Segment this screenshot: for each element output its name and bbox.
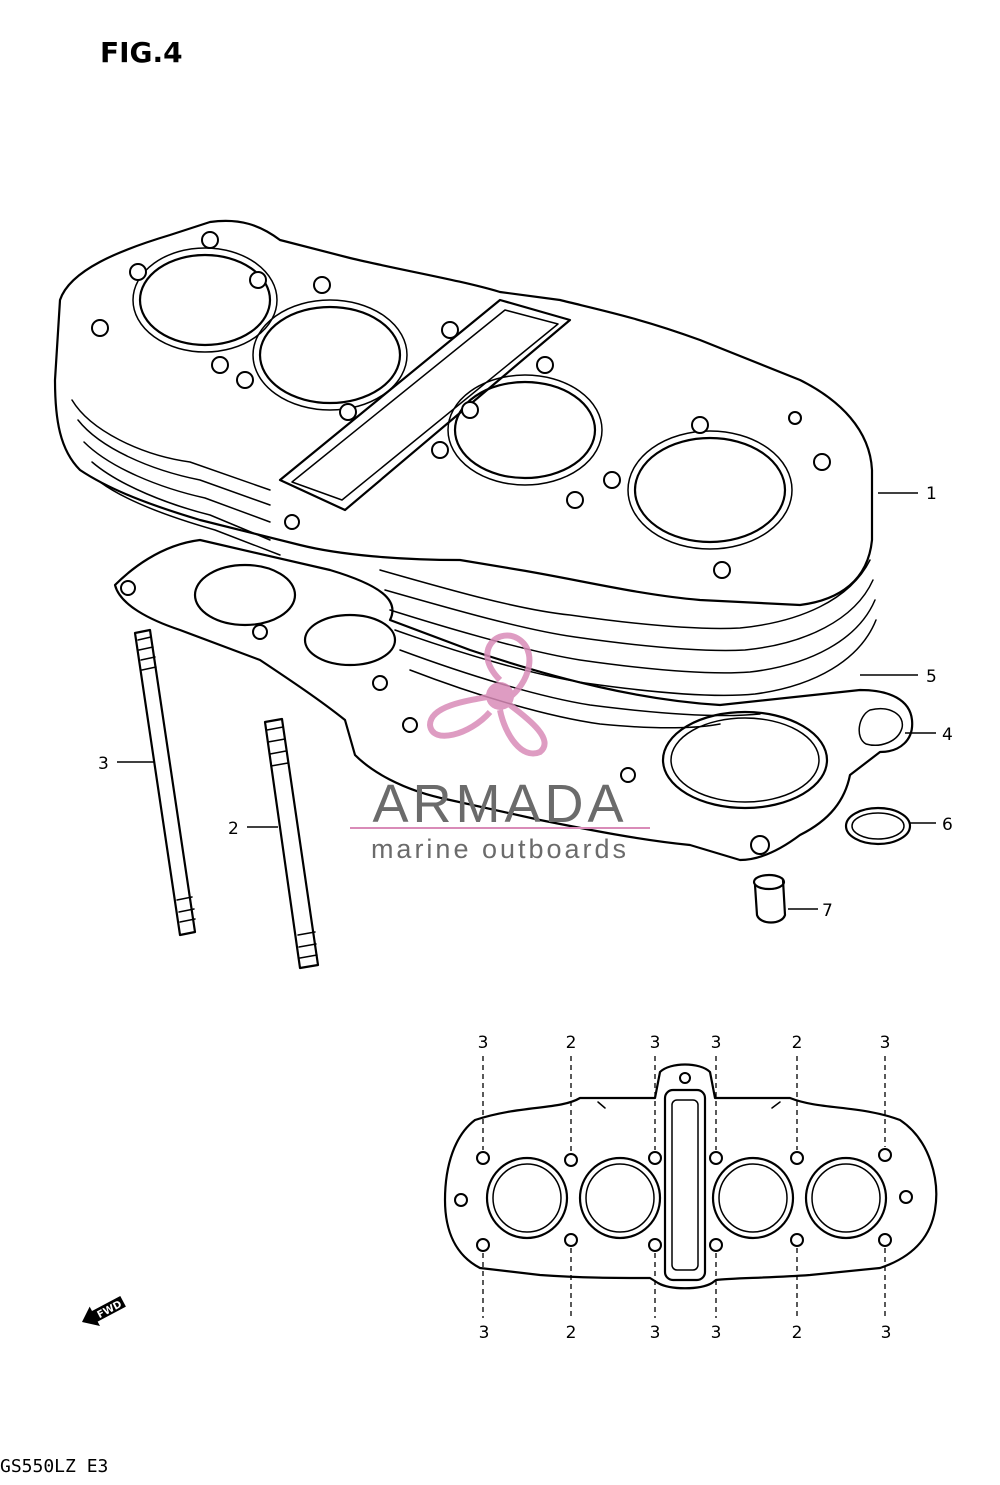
- bolt-label-bottom: 3: [479, 1323, 490, 1343]
- bolt-label-top: 2: [566, 1033, 577, 1053]
- bolt-label-top: 3: [478, 1033, 489, 1053]
- fwd-arrow-icon: FWD: [82, 1295, 126, 1327]
- svg-text:6: 6: [942, 815, 953, 835]
- bore-o-ring[interactable]: [661, 710, 829, 810]
- svg-text:3: 3: [98, 754, 109, 774]
- armada-watermark: ARMADA marine outboards: [350, 632, 650, 864]
- callout-2: 2: [228, 819, 278, 839]
- propeller-logo: [426, 632, 548, 757]
- small-o-ring[interactable]: [844, 806, 912, 846]
- bolt-label-bottom: 2: [566, 1323, 577, 1343]
- callout-7: 7: [788, 901, 833, 921]
- bolt-label-bottom: 2: [792, 1323, 803, 1343]
- bolt-label-bottom: 3: [650, 1323, 661, 1343]
- cylinder-base-gasket[interactable]: [113, 538, 914, 862]
- callout-3: 3: [98, 754, 155, 774]
- watermark-tagline: marine outboards: [371, 834, 629, 864]
- callout-5: 5: [860, 667, 937, 687]
- bolt-label-top: 3: [711, 1033, 722, 1053]
- bolt-label-top: 3: [650, 1033, 661, 1053]
- svg-text:1: 1: [926, 484, 937, 504]
- callout-4: 4: [905, 725, 953, 745]
- cylinder-block[interactable]: [53, 219, 877, 729]
- svg-text:7: 7: [822, 901, 833, 921]
- svg-text:4: 4: [942, 725, 953, 745]
- callout-1: 1: [878, 484, 937, 504]
- model-code: GS550LZ E3: [0, 1456, 108, 1477]
- bolt-label-bottom: 3: [711, 1323, 722, 1343]
- bolt-pattern-view: 3 2 3 3 2 3 3 2 3 3 2 3: [443, 1033, 938, 1343]
- callout-6: 6: [910, 815, 953, 835]
- stud-bolt-short[interactable]: [263, 717, 320, 970]
- figure-title: FIG.4: [100, 36, 183, 69]
- svg-text:5: 5: [926, 667, 937, 687]
- stud-bolt-long[interactable]: [133, 628, 197, 937]
- svg-text:2: 2: [228, 819, 239, 839]
- bolt-label-bottom: 3: [881, 1323, 892, 1343]
- bolt-label-top: 2: [792, 1033, 803, 1053]
- watermark-name: ARMADA: [372, 774, 627, 834]
- dowel-pin[interactable]: [752, 873, 787, 924]
- bolt-label-top: 3: [880, 1033, 891, 1053]
